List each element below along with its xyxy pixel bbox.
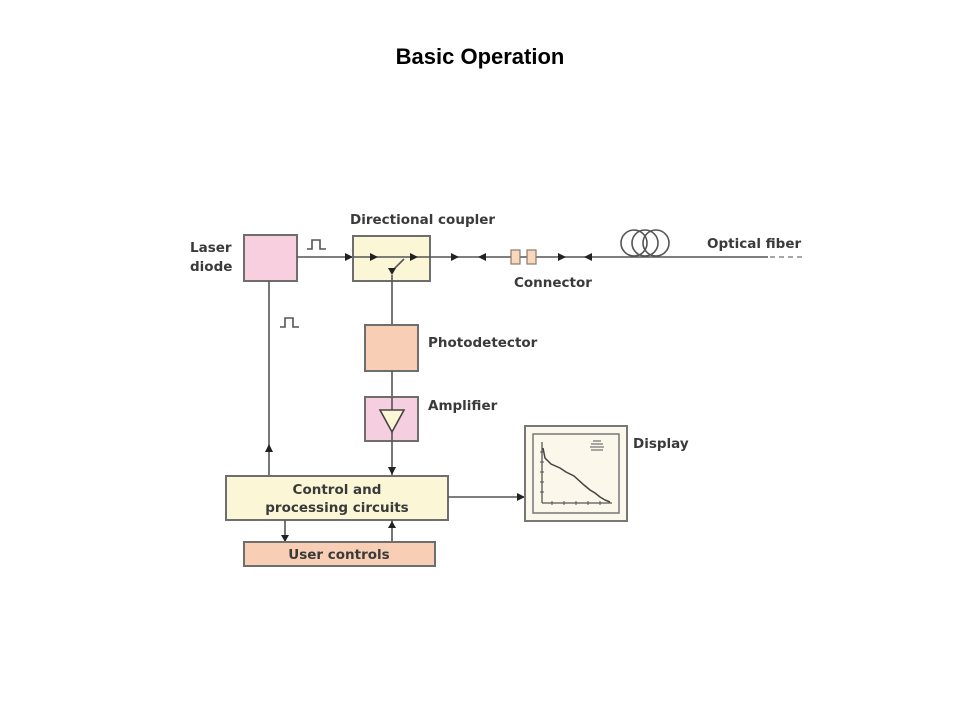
amplifier-label: Amplifier (428, 398, 498, 414)
arrow-left-icon (478, 253, 486, 261)
optical-fiber-label: Optical fiber (707, 236, 801, 252)
display-block: Display (524, 425, 689, 522)
user-controls-block: User controls (243, 541, 436, 567)
display-ticks (540, 451, 601, 505)
photodetector-box (364, 324, 419, 372)
arrow-down-icon (281, 535, 289, 542)
laser-diode-label-2: diode (190, 259, 232, 275)
control-processing-block: Control and processing circuits (225, 475, 449, 521)
control-label-2: processing circuits (265, 500, 408, 516)
pulse-icon (307, 239, 326, 250)
slide-title: Basic Operation (395, 44, 565, 69)
directional-coupler-label: Directional coupler (350, 212, 495, 228)
connector-half-right (526, 249, 537, 265)
amplifier-block: Amplifier (364, 396, 498, 442)
arrow-right-icon (370, 253, 378, 261)
laser-diode-box (243, 234, 298, 282)
photodetector-block: Photodetector (364, 324, 538, 372)
arrow-right-icon (558, 253, 566, 261)
arrow-down-icon (388, 268, 396, 275)
directional-coupler-block: Directional coupler (350, 212, 495, 282)
connector-block: Connector (510, 249, 592, 291)
arrow-left-icon (584, 253, 592, 261)
arrow-right-icon (410, 253, 418, 261)
arrow-right-icon (345, 253, 353, 261)
laser-diode-block: Laser diode (190, 234, 298, 282)
user-controls-box (243, 541, 436, 567)
pulse-icon (280, 317, 299, 328)
arrow-up-icon (265, 444, 273, 452)
control-label-1: Control and (293, 482, 382, 498)
photodetector-label: Photodetector (428, 335, 538, 351)
display-inner-frame (532, 433, 620, 514)
display-label: Display (633, 436, 689, 452)
fiber-coil-icon (620, 229, 670, 257)
directional-coupler-box (352, 235, 431, 282)
amplifier-triangle-icon (378, 409, 406, 434)
arrow-right-icon (451, 253, 459, 261)
laser-diode-label-1: Laser (190, 240, 232, 256)
display-legend-icon (590, 440, 604, 451)
arrow-up-icon (388, 521, 396, 528)
connector-half-left (510, 249, 521, 265)
control-processing-box (225, 475, 449, 521)
display-trace-line (542, 447, 611, 503)
display-outer-frame (524, 425, 628, 522)
connector-label: Connector (514, 275, 592, 291)
arrow-down-icon (388, 467, 396, 475)
user-controls-label: User controls (288, 547, 389, 563)
arrow-right-icon (517, 493, 525, 501)
